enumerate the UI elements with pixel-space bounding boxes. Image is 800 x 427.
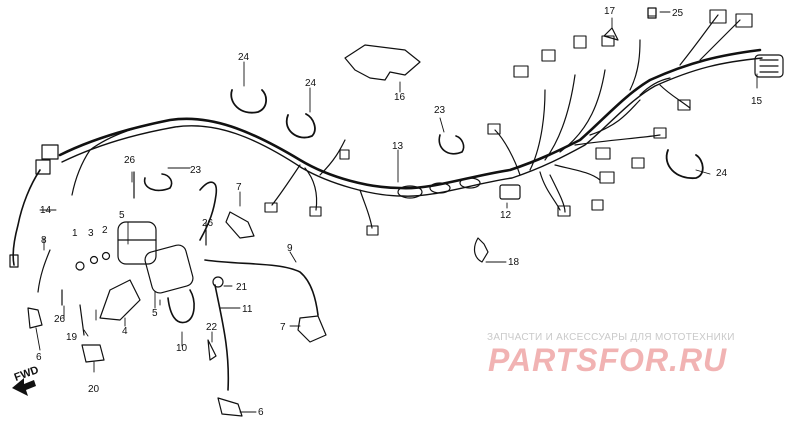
part-17	[603, 27, 619, 41]
clip-18	[473, 237, 489, 263]
holder-20	[81, 344, 105, 363]
part-21	[212, 276, 224, 288]
callout-14: 14	[40, 205, 52, 216]
lead-8	[37, 249, 51, 293]
callout-26: 26	[124, 155, 136, 166]
callout-11: 11	[242, 304, 253, 315]
part-3	[89, 255, 99, 265]
callout-13: 13	[392, 141, 404, 152]
callout-labels: 24 24 16 23 13 15 17 25 24 12 18 14 26 2…	[36, 6, 763, 418]
part-2	[101, 251, 111, 261]
part-12	[499, 184, 521, 200]
plug-cap-7	[225, 211, 255, 239]
clamp-24-a	[230, 89, 267, 114]
part-15	[754, 54, 784, 78]
screw-19	[79, 304, 85, 336]
connector-7	[297, 315, 327, 343]
callout-8: 8	[41, 235, 47, 246]
callout-9: 9	[287, 243, 293, 254]
callout-17: 17	[604, 6, 616, 17]
callout-7: 7	[280, 322, 286, 333]
harness-connectors	[264, 7, 753, 236]
leader-lines	[35, 11, 758, 413]
fwd-arrow-icon	[12, 378, 36, 396]
callout-5: 5	[152, 308, 158, 319]
part-22	[207, 339, 217, 361]
plug-lead-11	[214, 284, 230, 391]
callout-18: 18	[508, 257, 520, 268]
callout-21: 21	[236, 282, 248, 293]
lead-10	[167, 289, 195, 324]
callout-5: 5	[119, 210, 125, 221]
bracket-16	[344, 44, 421, 81]
callout-3: 3	[88, 228, 94, 239]
clamp-23-a	[438, 134, 465, 155]
watermark-tagline: ЗАПЧАСТИ И АКСЕССУАРЫ ДЛЯ МОТОТЕХНИКИ	[487, 332, 735, 343]
callout-6: 6	[36, 352, 42, 363]
callout-7: 7	[236, 182, 242, 193]
callout-20: 20	[88, 384, 100, 395]
part-1	[75, 261, 85, 271]
sub-harness-14	[12, 169, 41, 266]
watermark-logo: PARTSFOR.RU	[488, 342, 728, 378]
plug-cap-6	[217, 397, 243, 417]
callout-26: 26	[54, 314, 66, 325]
part-4	[99, 279, 141, 321]
callout-24: 24	[238, 52, 250, 63]
callout-23: 23	[190, 165, 202, 176]
callout-24: 24	[716, 168, 728, 179]
callout-22: 22	[206, 322, 218, 333]
callout-4: 4	[122, 326, 128, 337]
callout-1: 1	[72, 228, 78, 239]
ignition-coil-upper	[117, 221, 157, 265]
callout-12: 12	[500, 210, 512, 221]
callout-16: 16	[394, 92, 406, 103]
plug-cap-6-left	[27, 307, 43, 329]
plug-lead-9	[204, 259, 319, 316]
main-wire-harness	[58, 14, 763, 229]
clamp-23-b	[143, 173, 173, 192]
callout-24: 24	[305, 78, 317, 89]
ignition-coil-lower	[144, 244, 194, 294]
callout-2: 2	[102, 225, 108, 236]
callout-23: 23	[434, 105, 446, 116]
clamp-24-b	[285, 113, 316, 139]
callout-15: 15	[751, 96, 763, 107]
callout-25: 25	[672, 8, 684, 19]
callout-19: 19	[66, 332, 78, 343]
callout-10: 10	[176, 343, 188, 354]
callout-26: 26	[202, 218, 214, 229]
part-25	[647, 7, 657, 19]
clamp-24-c	[665, 149, 704, 179]
callout-6: 6	[258, 407, 264, 418]
